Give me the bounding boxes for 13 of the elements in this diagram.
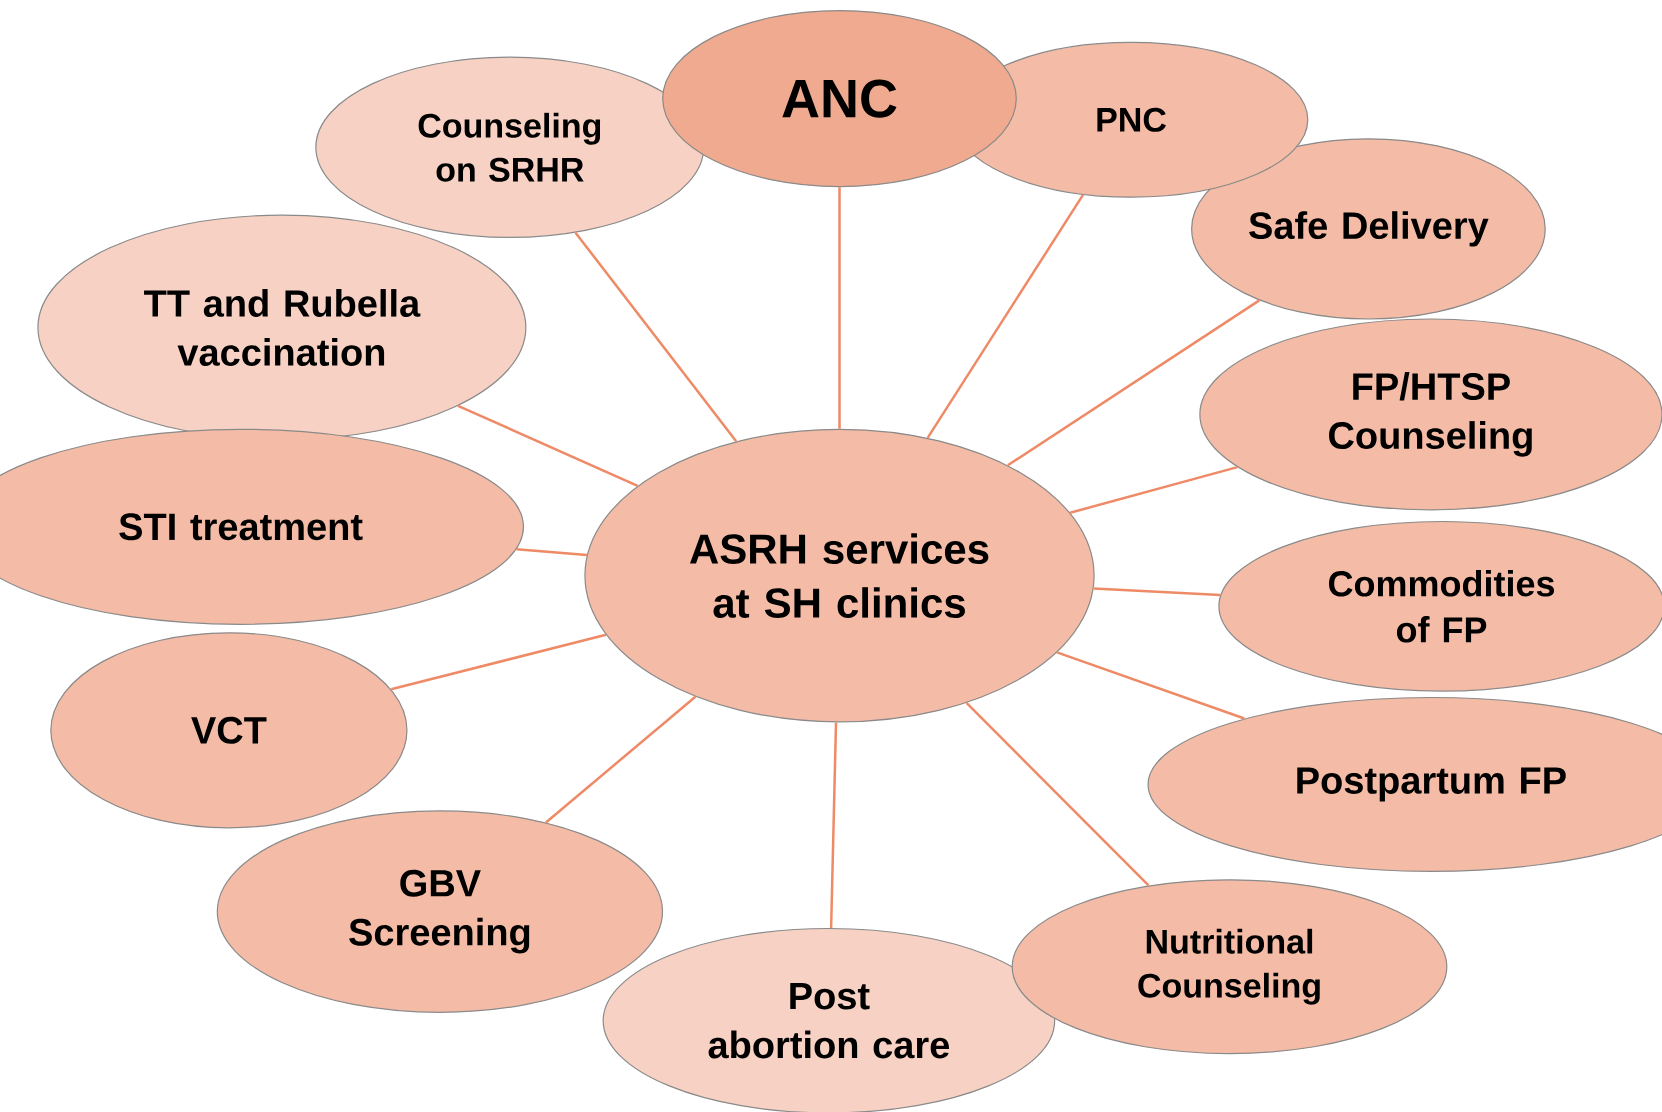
connector-line	[965, 702, 1150, 887]
connector-line	[574, 231, 738, 443]
connector-line	[926, 194, 1085, 439]
connector-line	[545, 695, 697, 824]
connector-line	[1093, 587, 1221, 597]
connector-line	[390, 633, 607, 691]
connector-line	[1007, 299, 1260, 467]
connector-line	[838, 187, 841, 429]
connector-line	[829, 722, 838, 928]
connector-line	[457, 404, 639, 487]
connector-line	[1069, 465, 1238, 514]
connector-line	[516, 548, 587, 557]
connector-line	[1056, 651, 1245, 720]
